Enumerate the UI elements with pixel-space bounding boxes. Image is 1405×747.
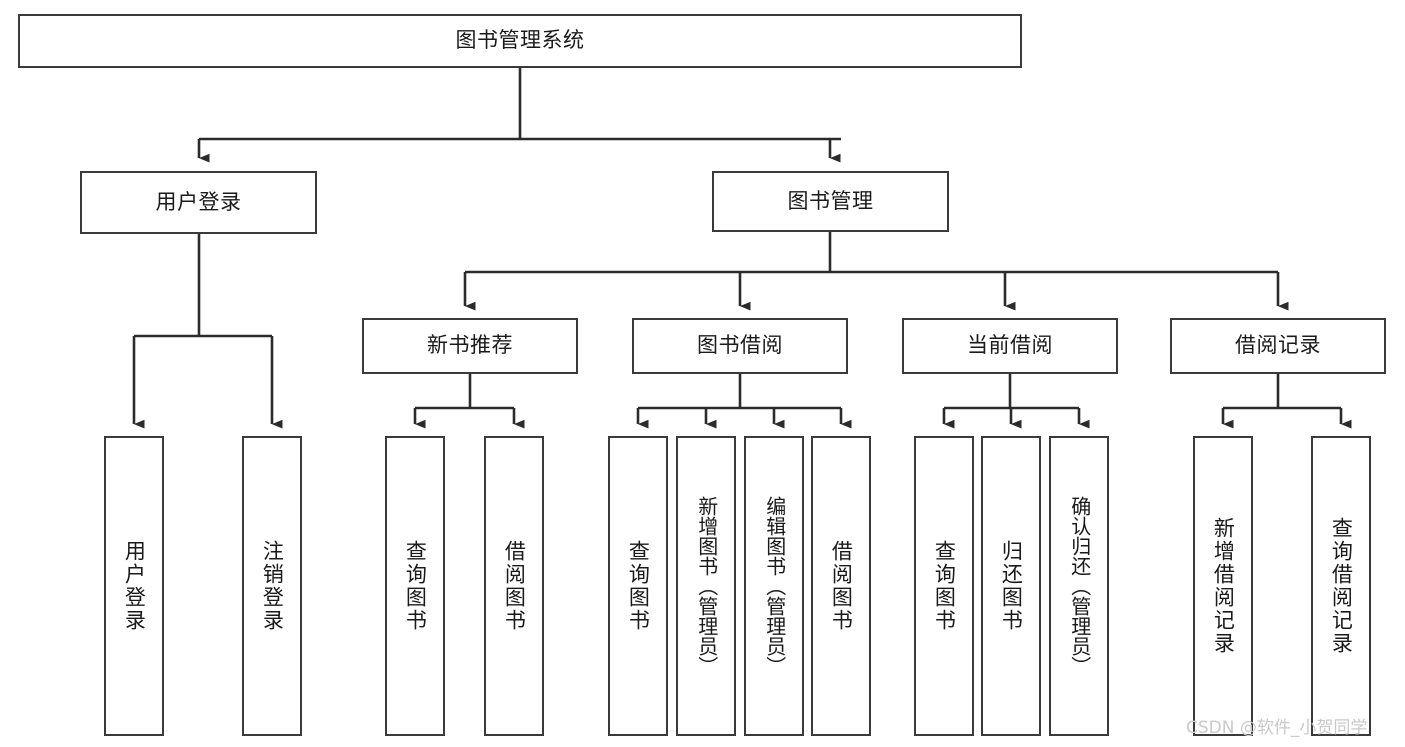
node-new-book-recommend-label: 新书推荐 (427, 333, 513, 358)
node-book-management-label: 图书管理 (787, 188, 874, 213)
node-leaf-logout-login[interactable]: 注销登录 (242, 436, 302, 736)
connectors-root (132, 68, 1352, 429)
node-root[interactable]: 图书管理系统 (18, 14, 1022, 68)
node-leaf-user-login-label: 用户登录 (122, 540, 147, 632)
node-leaf-query-record-label: 查询借阅记录 (1329, 517, 1354, 655)
node-borrow-record-label: 借阅记录 (1235, 333, 1321, 358)
node-leaf-return-book[interactable]: 归还图书 (981, 436, 1041, 736)
node-leaf-add-book-label: 新增图书（管理员） (694, 496, 719, 676)
node-leaf-logout-login-label: 注销登录 (260, 540, 285, 632)
node-leaf-return-book-label: 归还图书 (999, 540, 1024, 632)
node-leaf-query-book-3-label: 查询图书 (932, 540, 957, 632)
node-user-login[interactable]: 用户登录 (80, 171, 317, 234)
node-leaf-confirm-return[interactable]: 确认归还（管理员） (1049, 436, 1109, 736)
node-leaf-confirm-return-label: 确认归还（管理员） (1067, 496, 1092, 676)
node-leaf-query-book-1[interactable]: 查询图书 (385, 436, 445, 736)
csdn-watermark: CSDN @软件_小贺同学 (1186, 718, 1368, 738)
node-current-borrow[interactable]: 当前借阅 (902, 318, 1118, 374)
node-leaf-edit-book[interactable]: 编辑图书（管理员） (744, 436, 804, 736)
node-leaf-borrow-book-2-label: 借阅图书 (829, 540, 854, 632)
node-current-borrow-label: 当前借阅 (967, 333, 1053, 358)
node-leaf-query-record[interactable]: 查询借阅记录 (1311, 436, 1371, 736)
node-leaf-query-book-2[interactable]: 查询图书 (608, 436, 668, 736)
node-book-borrow-label: 图书借阅 (697, 333, 783, 358)
node-leaf-query-book-2-label: 查询图书 (626, 540, 651, 632)
node-leaf-edit-book-label: 编辑图书（管理员） (762, 496, 787, 676)
node-user-login-label: 用户登录 (155, 189, 242, 214)
node-leaf-borrow-book-1[interactable]: 借阅图书 (484, 436, 544, 736)
node-leaf-borrow-book-2[interactable]: 借阅图书 (811, 436, 871, 736)
node-borrow-record[interactable]: 借阅记录 (1170, 318, 1386, 374)
node-leaf-add-record-label: 新增借阅记录 (1211, 517, 1236, 655)
node-leaf-add-record[interactable]: 新增借阅记录 (1193, 436, 1253, 736)
node-root-label: 图书管理系统 (455, 28, 585, 53)
node-leaf-borrow-book-1-label: 借阅图书 (502, 540, 527, 632)
node-leaf-user-login[interactable]: 用户登录 (104, 436, 164, 736)
node-book-management[interactable]: 图书管理 (712, 171, 949, 232)
node-leaf-add-book[interactable]: 新增图书（管理员） (676, 436, 736, 736)
node-leaf-query-book-1-label: 查询图书 (403, 540, 428, 632)
node-leaf-query-book-3[interactable]: 查询图书 (914, 436, 974, 736)
node-new-book-recommend[interactable]: 新书推荐 (362, 318, 578, 374)
node-book-borrow[interactable]: 图书借阅 (632, 318, 848, 374)
